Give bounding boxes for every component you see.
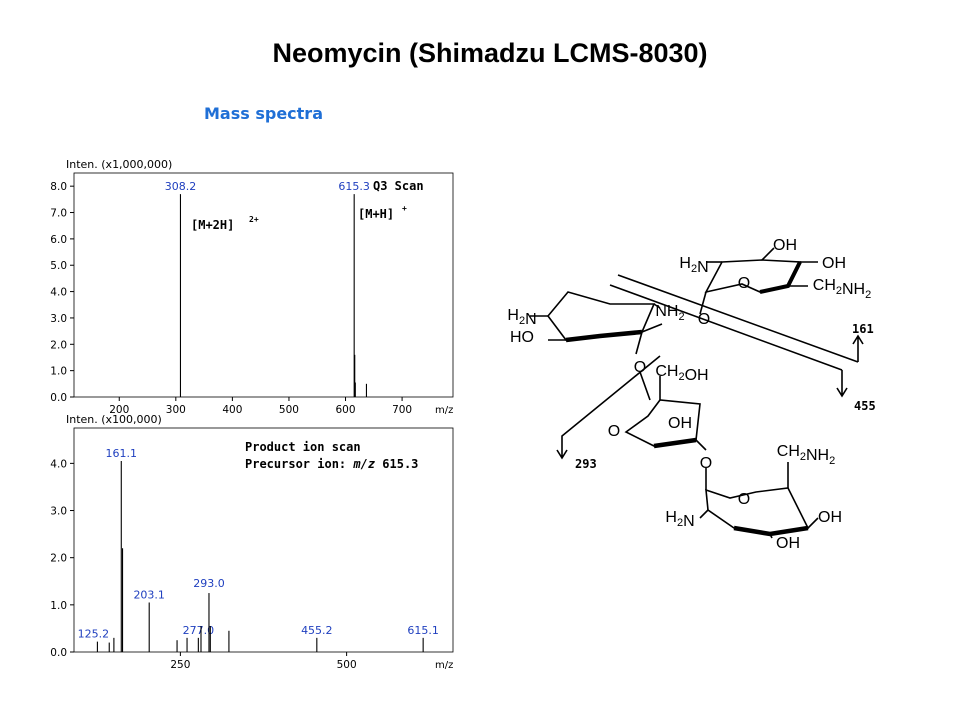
cleavage-line-455 bbox=[609, 284, 843, 371]
arrow-293 bbox=[556, 355, 661, 460]
atom-label: O bbox=[700, 455, 712, 472]
peak-label: 161.1 bbox=[106, 447, 138, 460]
atom-label: O bbox=[698, 311, 710, 328]
x-tick-label: 400 bbox=[222, 404, 242, 416]
y-tick-label: 0.0 bbox=[50, 647, 67, 659]
atom-label: OH bbox=[822, 255, 846, 272]
peak-label: 293.0 bbox=[193, 577, 225, 590]
y-tick-label: 6.0 bbox=[50, 234, 67, 246]
x-tick-label: 600 bbox=[335, 404, 355, 416]
q3-scan-spectrum: Inten. (x1,000,000) m/z 0.0 1.0 2.0 3.0 4.0 5.0… bbox=[50, 158, 454, 416]
y-tick-label: 8.0 bbox=[50, 181, 67, 193]
x-tick-label: 500 bbox=[337, 659, 357, 671]
arrow-455 bbox=[836, 370, 848, 398]
y-tick-label: 3.0 bbox=[50, 506, 67, 518]
y-tick-label: 3.0 bbox=[50, 313, 67, 325]
atom-label: OH bbox=[776, 535, 800, 552]
atom-label: OH bbox=[668, 415, 692, 432]
ring-c-wedge bbox=[653, 437, 697, 449]
x-tick-label: 700 bbox=[392, 404, 412, 416]
y-tick-label: 4.0 bbox=[50, 287, 67, 299]
ring-a-wedge bbox=[759, 261, 802, 294]
y-tick-label: 1.0 bbox=[50, 600, 67, 612]
atom-label: NH2 bbox=[655, 303, 684, 323]
atom-label: H2N bbox=[679, 255, 708, 276]
ring-b-wedge bbox=[565, 329, 643, 343]
ring-d bbox=[705, 487, 810, 535]
x-tick-label: 200 bbox=[109, 404, 129, 416]
atom-label: HO bbox=[510, 329, 534, 346]
y-axis-label: Inten. (x100,000) bbox=[66, 413, 162, 426]
ion-charge-m2h: 2+ bbox=[249, 215, 259, 224]
precursor-label: Precursor ion: m/z 615.3 bbox=[245, 457, 418, 471]
y-tick-label: 7.0 bbox=[50, 208, 67, 220]
y-axis-label: Inten. (x1,000,000) bbox=[66, 158, 172, 171]
arrow-161 bbox=[852, 334, 864, 362]
y-tick-label: 2.0 bbox=[50, 553, 67, 565]
atom-label: CH2OH bbox=[655, 363, 708, 384]
x-axis-label: m/z bbox=[435, 660, 453, 671]
ion-label-m2h: [M+2H] bbox=[191, 218, 234, 232]
ion-charge-mh: + bbox=[402, 204, 407, 213]
peak-label: 455.2 bbox=[301, 624, 333, 637]
page-subtitle: Mass spectra bbox=[204, 104, 323, 123]
y-tick-label: 5.0 bbox=[50, 260, 67, 272]
peak-label: 125.2 bbox=[78, 628, 110, 641]
cleavage-line-161 bbox=[617, 274, 859, 363]
atom-label: O bbox=[738, 275, 750, 292]
y-tick-label: 0.0 bbox=[50, 392, 67, 404]
ring-d-wedge bbox=[733, 525, 809, 537]
y-tick-label: 2.0 bbox=[50, 339, 67, 351]
fragment-label: 293 bbox=[575, 457, 597, 471]
y-tick-label: 4.0 bbox=[50, 458, 67, 470]
x-tick-label: 250 bbox=[170, 659, 190, 671]
x-tick-label: 500 bbox=[279, 404, 299, 416]
atom-label: O bbox=[608, 423, 620, 440]
peak-label: 203.1 bbox=[133, 588, 165, 601]
atom-label: H2N bbox=[665, 509, 694, 530]
atom-label: O bbox=[738, 491, 750, 508]
atom-label: CH2NH2 bbox=[777, 443, 835, 467]
y-tick-label: 1.0 bbox=[50, 366, 67, 378]
fragment-label: 455 bbox=[854, 399, 876, 413]
scan-type-label: Product ion scan bbox=[245, 440, 361, 454]
atom-label: O bbox=[634, 359, 646, 376]
peak-label: 615.1 bbox=[407, 624, 439, 637]
peak-label: 308.2 bbox=[165, 180, 197, 193]
plot-frame bbox=[73, 427, 454, 653]
x-tick-label: 300 bbox=[166, 404, 186, 416]
product-ion-spectrum: Inten. (x100,000) m/z 0.0 1.0 2.0 3.0 4.0 250 50… bbox=[50, 413, 454, 671]
atom-label: OH bbox=[818, 509, 842, 526]
peak-label: 277.0 bbox=[183, 624, 215, 637]
page-title: Neomycin (Shimadzu LCMS-8030) bbox=[272, 38, 708, 68]
peak-label: 615.3 bbox=[338, 180, 370, 193]
scan-type-label: Q3 Scan bbox=[373, 179, 424, 193]
plot-frame bbox=[73, 172, 454, 398]
atom-label: H2N bbox=[507, 307, 536, 328]
fragment-label: 161 bbox=[852, 322, 874, 336]
x-axis-label: m/z bbox=[435, 405, 453, 416]
atom-label: OH bbox=[773, 237, 797, 254]
atom-label: CH2NH2 bbox=[813, 277, 871, 301]
ion-label-mh: [M+H] bbox=[358, 207, 394, 221]
